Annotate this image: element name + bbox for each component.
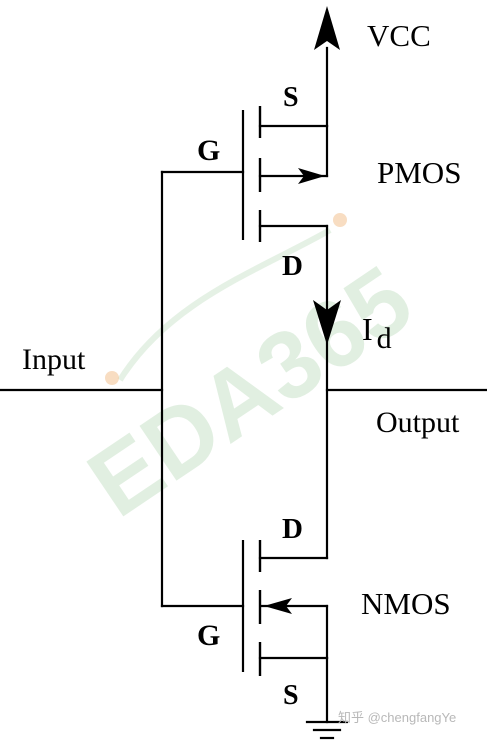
current-label-main: I <box>362 311 373 347</box>
vcc-arrow-icon <box>314 6 340 50</box>
watermark-logo: EDA365 <box>70 246 431 538</box>
pmos-body-arrow-icon <box>298 168 325 184</box>
current-arrow-icon <box>313 300 341 345</box>
output-label: Output <box>376 406 460 439</box>
watermark-arc <box>117 227 332 382</box>
vcc-rail <box>314 6 340 128</box>
pmos-gate-label: G <box>197 134 220 167</box>
ground-icon <box>305 720 349 740</box>
watermark-dot-top <box>333 213 347 227</box>
nmos-source-label: S <box>283 680 299 711</box>
pmos-label: PMOS <box>377 155 461 190</box>
current-label-sub: d <box>377 322 392 355</box>
gate-rail <box>0 170 245 608</box>
watermark-dot-left <box>105 371 119 385</box>
pmos-drain-label: D <box>282 250 303 282</box>
nmos-gate-label: G <box>197 619 220 652</box>
nmos-body-arrow-icon <box>264 598 292 614</box>
nmos-label: NMOS <box>361 586 451 621</box>
credit-watermark: 知乎 @chengfangYe <box>338 710 456 725</box>
watermark: EDA365 <box>70 213 431 537</box>
pmos-transistor <box>241 106 329 242</box>
drain-rail <box>313 224 487 560</box>
nmos-drain-label: D <box>282 513 303 545</box>
input-label: Input <box>22 343 86 376</box>
vcc-label: VCC <box>367 18 431 53</box>
pmos-source-label: S <box>283 82 299 113</box>
nmos-transistor <box>241 540 329 724</box>
